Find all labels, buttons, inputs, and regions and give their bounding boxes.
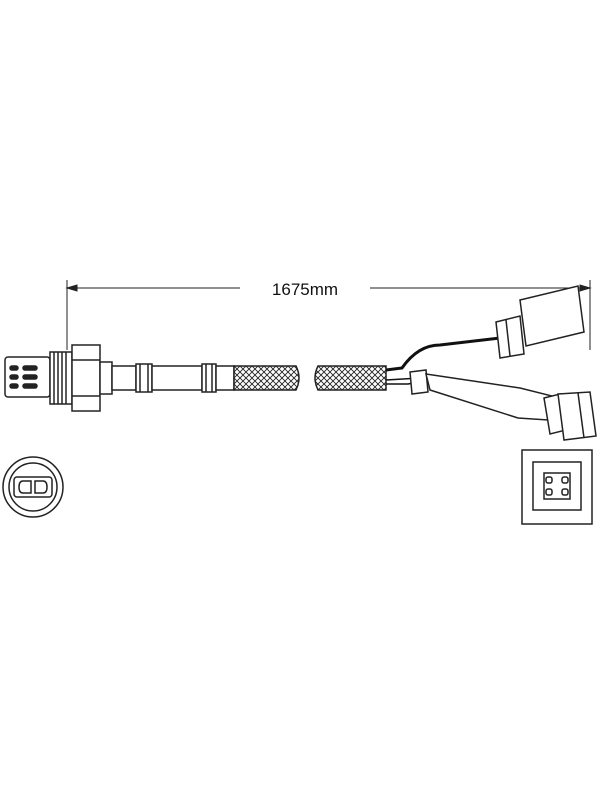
sensor-probe-tip: [4, 356, 51, 398]
probe-end-view: [2, 456, 64, 518]
upper-connector: [495, 285, 585, 359]
lower-connector: [409, 369, 597, 441]
length-dimension-label: 1675mm: [240, 280, 370, 300]
braided-cable: [233, 365, 387, 391]
dimension-line: [65, 280, 592, 350]
sensor-sleeve: [111, 363, 235, 393]
connector-face-view: [521, 449, 593, 525]
threaded-hex-body: [49, 344, 113, 412]
